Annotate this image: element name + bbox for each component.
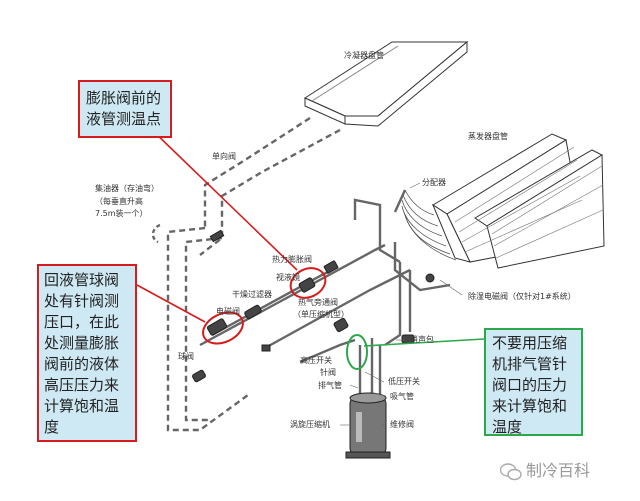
scroll-compressor-shape xyxy=(345,392,391,459)
label-accumulator: 集油器（存油弯） xyxy=(95,184,159,193)
label-sight-glass: 视液镜 xyxy=(276,273,300,282)
note-line: 不要用压缩 xyxy=(492,334,568,352)
label-condenser-coil: 冷凝器盘管 xyxy=(344,51,384,60)
note-line: 膨胀阀前的 xyxy=(86,89,162,107)
callout-lines xyxy=(136,127,485,347)
note-line: 来计算饱和 xyxy=(492,397,568,415)
label-defrost-solenoid: 除湿电磁阀（仅针对1#系统） xyxy=(468,292,576,301)
note-line: 回液管球阀 xyxy=(44,271,120,289)
watermark: 制冷百科 xyxy=(500,457,590,481)
label-hot-gas-bypass-note: （单压缩机型） xyxy=(293,310,349,319)
label-check-valve: 单向阀 xyxy=(212,152,236,161)
note-line: 阀口的压力 xyxy=(492,376,568,394)
label-evaporator-coil: 蒸发器盘管 xyxy=(468,132,508,141)
note-line: 处测量膨胀 xyxy=(44,334,120,352)
note-line: 机排气管针 xyxy=(492,355,568,373)
highlight-circles xyxy=(202,267,368,370)
label-leaders xyxy=(340,182,463,426)
label-accumulator-note-2: 7.5m装一个） xyxy=(95,209,148,218)
label-needle-valve: 针阀 xyxy=(320,368,336,377)
label-hot-gas-bypass: 热气旁通阀 xyxy=(298,298,338,307)
note-line: 处有针阀测 xyxy=(44,292,120,310)
note-line: 温度 xyxy=(492,418,523,436)
watermark-text: 制冷百科 xyxy=(526,461,591,480)
note-expansion-valve-temp-point: 膨胀阀前的 液管测温点 xyxy=(78,80,172,138)
label-muffler: 消声包 xyxy=(410,335,434,344)
label-discharge-pipe: 排气管 xyxy=(318,381,342,390)
note-line: 压口，在此 xyxy=(44,313,120,331)
label-accumulator-note-1: （每垂直升高 xyxy=(95,197,143,206)
label-scroll-compressor: 涡旋压缩机 xyxy=(290,420,330,429)
evaporator-coil-shape xyxy=(431,133,605,269)
note-ball-valve-pressure-point: 回液管球阀 处有针阀测 压口，在此 处测量膨胀 阀前的液体 高压压力来 计算饱和… xyxy=(37,264,137,442)
check-valve-shape xyxy=(209,229,225,243)
label-txv: 热力膨胀阀 xyxy=(272,255,312,264)
label-service-valve: 维修阀 xyxy=(390,420,414,429)
label-suction-pipe: 吸气管 xyxy=(390,392,414,401)
label-filter-drier: 干燥过滤器 xyxy=(232,290,272,299)
condenser-coil-shape xyxy=(303,40,469,127)
label-high-pressure-switch: 高压开关 xyxy=(300,356,332,365)
label-low-pressure-switch: 低压开关 xyxy=(388,377,420,386)
note-line: 阀前的液体 xyxy=(44,355,120,373)
wechat-icon xyxy=(500,462,522,480)
note-line: 计算饱和温 xyxy=(44,397,120,415)
note-line: 高压压力来 xyxy=(44,376,120,394)
distributor-tubes xyxy=(401,189,457,261)
label-ball-valve: 球阀 xyxy=(178,352,194,361)
note-compressor-warning: 不要用压缩 机排气管针 阀口的压力 来计算饱和 温度 xyxy=(484,328,583,436)
label-distributor: 分配器 xyxy=(422,178,446,187)
label-solenoid-valve: 电磁阀 xyxy=(216,307,240,316)
note-line: 液管测温点 xyxy=(86,110,162,128)
components xyxy=(192,229,435,383)
note-line: 度 xyxy=(44,418,60,436)
